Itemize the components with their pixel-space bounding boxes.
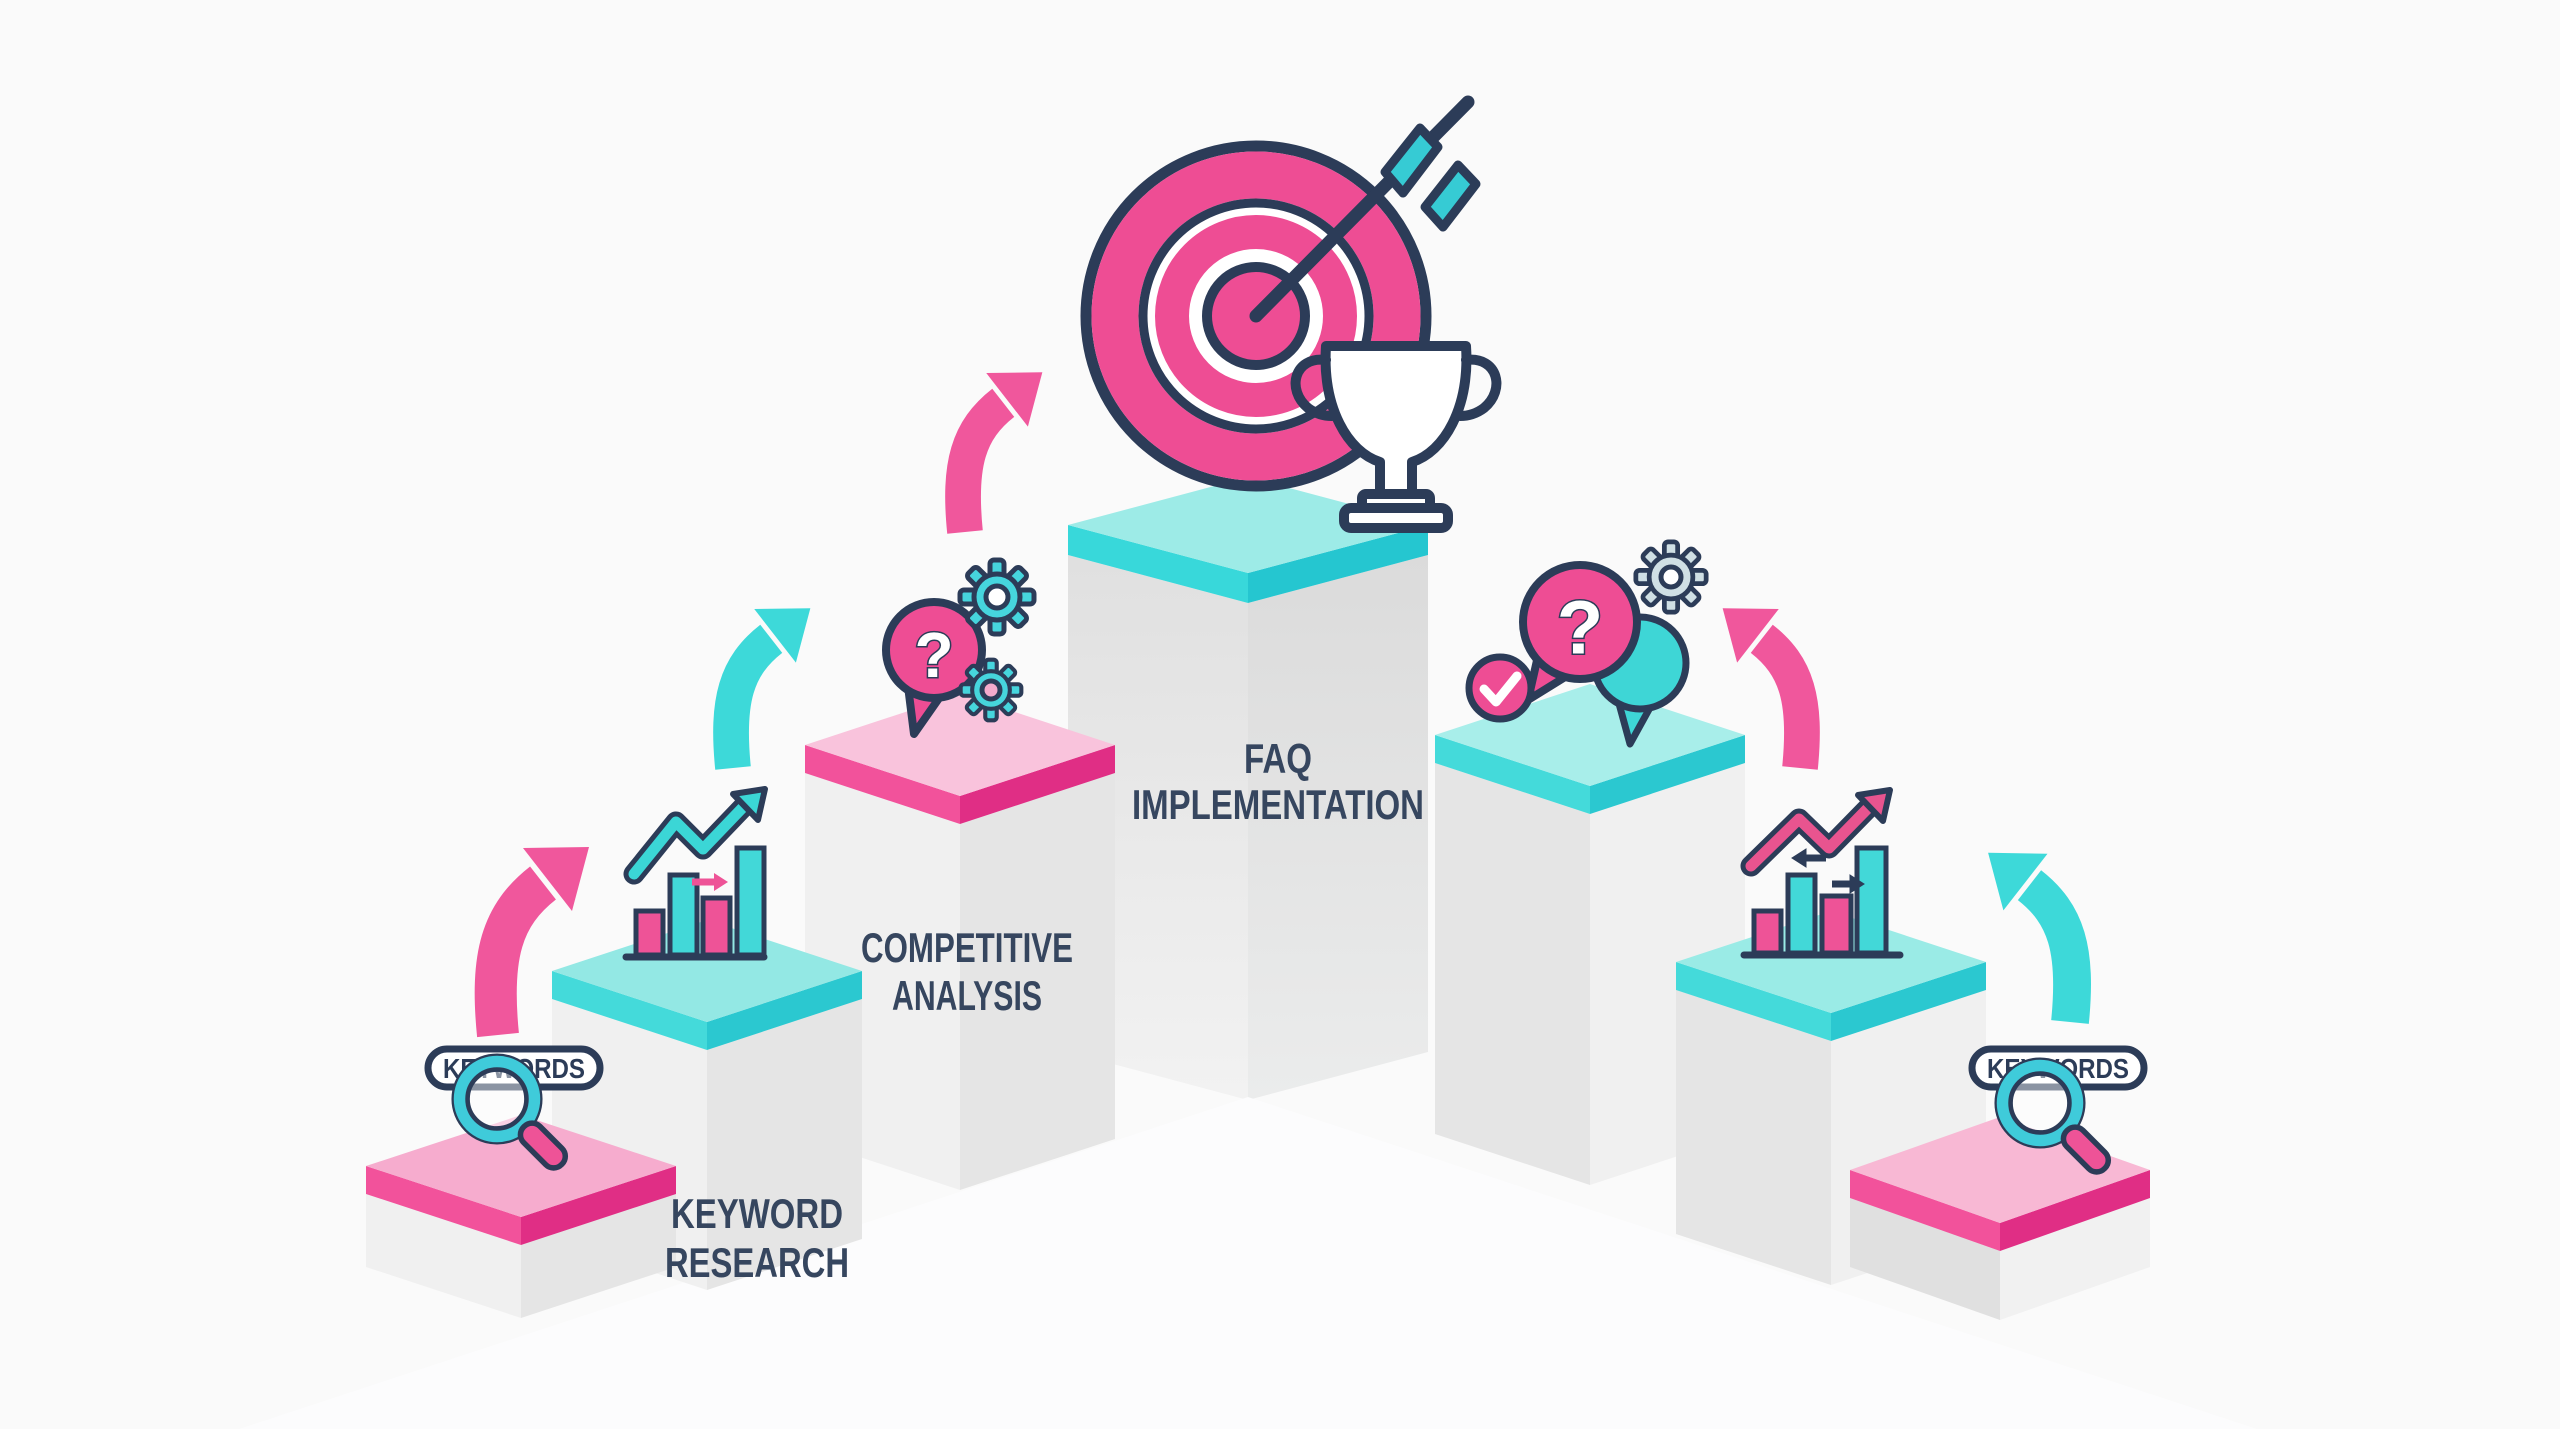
question-bubble-icon-left: ? [882, 598, 986, 738]
gear-gray-icon [1636, 542, 1706, 612]
question-bubble-icon-right: ? [1519, 561, 1641, 704]
gear-icon-left-bottom [961, 660, 1022, 721]
small-right-arrow-icon [692, 873, 728, 891]
rstep3-body-left [1435, 763, 1590, 1185]
bar-chart-icon-right [1740, 787, 1904, 959]
rstep3-band-left [1435, 735, 1590, 814]
step3-top-face [805, 694, 1115, 796]
label-keyword: KEYWORD [671, 1190, 843, 1237]
rstep1-body-left [1850, 1198, 2000, 1320]
rstep1-band-left [1850, 1170, 2000, 1251]
curved-arrow-left-top [963, 372, 1042, 532]
rstep1-band-right [2000, 1170, 2150, 1251]
label-research: RESEARCH [665, 1239, 849, 1286]
step2-top-face [552, 920, 862, 1022]
label-faq-implementation: FAQ IMPLEMENTATION [1132, 735, 1424, 828]
floor-plane [239, 1097, 2257, 1429]
step-keyword-research [366, 1115, 676, 1318]
step2-band-right [707, 971, 862, 1050]
gear-icon-left-top [960, 560, 1034, 634]
step3-band-right [960, 745, 1115, 824]
growth-zigzag-arrow-pink-icon [1740, 787, 1893, 877]
check-circle-icon [1465, 653, 1535, 723]
label-keyword-research: KEYWORD RESEARCH [665, 1190, 849, 1286]
curved-arrow-left-middle [731, 608, 810, 768]
rstep3-band-right [1590, 735, 1745, 814]
platform-band-left [1068, 525, 1248, 603]
trophy-icon [1290, 341, 1502, 533]
curved-arrow-right-lower [1988, 853, 2072, 1022]
rstep2-band-left [1676, 962, 1831, 1041]
step-faq-implementation [805, 694, 1115, 1190]
label-competitive: COMPETITIVE [861, 924, 1073, 971]
label-faq: FAQ [1244, 735, 1312, 782]
rstep1-body-right [2000, 1198, 2150, 1320]
label-analysis: ANALYSIS [892, 972, 1042, 1019]
growth-zigzag-arrow-icon-left [623, 786, 768, 885]
step3-band-left [805, 745, 960, 824]
step1-body-left [366, 1194, 521, 1318]
step2-body-right [707, 999, 862, 1290]
dart-fletching-left [1380, 123, 1443, 198]
step1-top-face [366, 1115, 676, 1217]
question-mark: ? [914, 619, 953, 691]
pedestal-right-face [1248, 555, 1428, 1100]
label-implementation: IMPLEMENTATION [1132, 781, 1424, 828]
step-goal-platform [1068, 477, 1428, 603]
dart-icon [1249, 95, 1481, 323]
rstep2-band-right [1831, 962, 1986, 1041]
step2-band-left [552, 971, 707, 1050]
step1-band-left [366, 1166, 521, 1245]
question-mark-right: ? [1557, 586, 1603, 671]
label-competitive-analysis: COMPETITIVE ANALYSIS [861, 924, 1073, 1019]
step1-body-right [521, 1194, 676, 1318]
platform-top-face [1068, 477, 1428, 573]
step1-band-right [521, 1166, 676, 1245]
step3-body-right [960, 773, 1115, 1190]
swap-arrows-icon [1791, 848, 1865, 894]
platform-band-right [1248, 525, 1428, 603]
rstep2-body-left [1676, 990, 1831, 1285]
dart-fletching-right [1420, 160, 1481, 232]
bar-chart-icon-left [622, 786, 768, 961]
